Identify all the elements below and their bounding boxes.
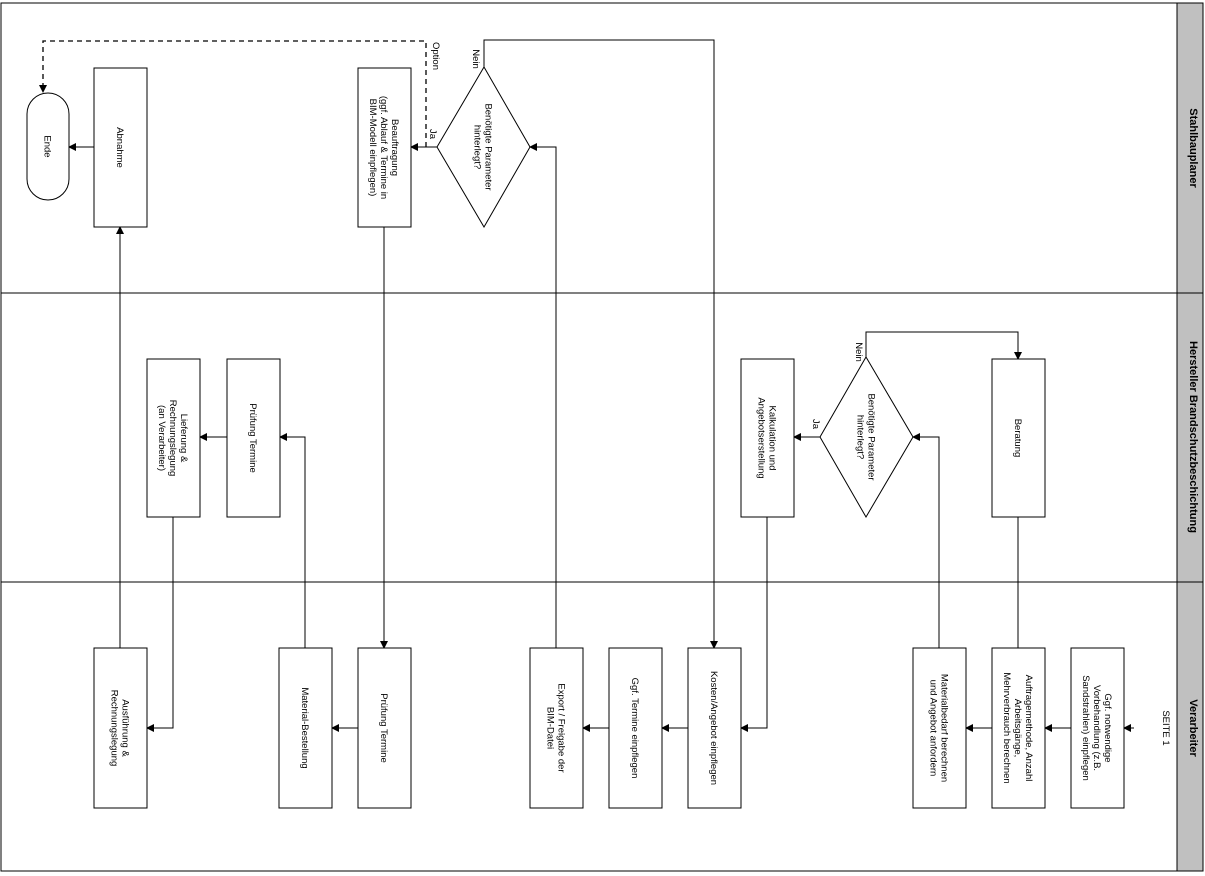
- node-label-line: Prüfung Termine: [247, 403, 258, 473]
- label-param-hersteller: Benötigte Parameterhinterlegt?: [855, 393, 877, 480]
- node-label-line: Ausführung &: [120, 699, 131, 757]
- node-label-line: (an Verarbeiter): [156, 405, 167, 471]
- label-auftragemethode: Auftragemethode, AnzahlArbeitsgänge,Mehr…: [1001, 672, 1034, 783]
- node-label-line: Ggf. notwendige: [1102, 693, 1113, 762]
- node-ggf-termine: [608, 647, 663, 809]
- label-beauftragung: Beauftragung(ggf. Ablauf & Termine inBIM…: [367, 96, 400, 199]
- node-ggf-vorbehandlung: [1070, 647, 1125, 809]
- label-param-planer: Benötigte Parameterhinterlegt?: [472, 103, 494, 190]
- node-label-line: Material-Bestellung: [299, 687, 310, 768]
- node-label-line: Kosten/Angebot einpflegen: [708, 671, 719, 785]
- label-material-bestellung: Material-Bestellung: [299, 687, 310, 768]
- label-kosten-angebot: Kosten/Angebot einpflegen: [708, 671, 719, 785]
- edge-material-to-pruefung-hersteller: [279, 433, 306, 648]
- node-kalkulation: [740, 358, 795, 518]
- node-label-line: Kalkulation und: [767, 406, 778, 471]
- node-label-line: Lieferung &: [178, 414, 189, 463]
- node-label-line: Mehrverbrauch berechnen: [1001, 672, 1012, 783]
- lane-title-verarbeiter: Verarbeiter: [1187, 699, 1199, 757]
- lane-title-stahlbauplaner: Stahlbauplaner: [1187, 108, 1199, 188]
- node-export: [529, 647, 584, 809]
- node-materialbedarf: [912, 647, 967, 809]
- edge-param-planer-nein: [483, 39, 718, 649]
- label-ggf-termine: Ggf. Termine einpflegen: [629, 678, 640, 779]
- node-label-line: BIM-Datei: [545, 707, 556, 749]
- label-ausfuehrung: Ausführung &Rechnungslegung: [109, 690, 131, 767]
- label-beratung: Beratung: [1012, 419, 1023, 458]
- node-beratung: [991, 358, 1046, 518]
- node-label-line: (ggf. Ablauf & Termine in: [378, 96, 389, 199]
- edge-label-ja-hersteller: Ja: [810, 419, 821, 430]
- node-label-line: Beauftragung: [389, 119, 400, 176]
- edge-kalkulation-to-kosten: [740, 517, 768, 732]
- label-abnahme: Abnahme: [114, 127, 125, 168]
- edge-label-nein-hersteller: Nein: [853, 342, 864, 362]
- node-label-line: Beratung: [1012, 419, 1023, 458]
- label-ende: Ende: [42, 135, 53, 157]
- label-lieferung: Lieferung &Rechnungslegung(an Verarbeite…: [156, 400, 189, 477]
- connectors: [39, 39, 1134, 732]
- node-pruefung-hersteller: [226, 358, 281, 518]
- node-label-line: Export / Freigabe der: [556, 683, 567, 772]
- label-pruefung-verarbeiter: Prüfung Termine: [378, 693, 389, 763]
- node-label-line: Vorbehandlung (z.B.: [1091, 685, 1102, 771]
- node-label-line: Auftragemethode, Anzahl: [1023, 675, 1034, 782]
- edge-param-hersteller-nein: [865, 331, 1022, 360]
- node-label-line: Benötigte Parameter: [866, 393, 877, 480]
- label-export: Export / Freigabe derBIM-Datei: [545, 683, 567, 772]
- label-materialbedarf: Materialbedarf berechnenund Angebot anfo…: [928, 674, 950, 782]
- edge-beratung-to-param-hersteller: [912, 433, 940, 648]
- node-label-line: hinterlegt?: [855, 415, 866, 459]
- node-label-line: und Angebot anfordern: [928, 680, 939, 777]
- node-param-hersteller: [819, 356, 914, 518]
- page-reference: SEITE 1: [1160, 710, 1171, 745]
- edge-label-ja-planer: Ja: [427, 129, 438, 140]
- node-abnahme: [93, 67, 148, 228]
- node-kosten-angebot: [687, 647, 742, 809]
- node-ende: [26, 92, 70, 201]
- node-label-line: hinterlegt?: [472, 125, 483, 169]
- node-lieferung: [146, 358, 201, 518]
- node-label-line: Arbeitsgänge,: [1012, 699, 1023, 758]
- label-pruefung-hersteller: Prüfung Termine: [247, 403, 258, 473]
- node-label-line: Benötigte Parameter: [483, 103, 494, 190]
- node-label-line: Rechnungslegung: [109, 690, 120, 767]
- node-material-bestellung: [278, 647, 333, 809]
- edge-label-option: Option: [430, 42, 441, 70]
- node-label-line: Prüfung Termine: [378, 693, 389, 763]
- node-label-line: Ende: [42, 135, 53, 157]
- node-param-planer: [436, 66, 531, 228]
- node-label-line: Materialbedarf berechnen: [939, 674, 950, 782]
- edge-option-to-ende: [39, 40, 427, 147]
- node-ausfuehrung: [93, 647, 148, 809]
- edge-label-nein-planer: Nein: [470, 49, 481, 69]
- node-auftragemethode: [991, 647, 1046, 809]
- edge-lieferung-to-ausfuehrung: [146, 517, 174, 732]
- lane-title-hersteller: Hersteller Brandschutzbeschichtung: [1187, 341, 1199, 533]
- node-beauftragung: [357, 67, 412, 228]
- node-label-line: Angebotserstellung: [756, 397, 767, 478]
- node-label-line: Abnahme: [114, 127, 125, 168]
- label-ggf-vorbehandlung: Ggf. notwendigeVorbehandlung (z.B.Sandst…: [1080, 675, 1113, 781]
- edge-export-to-param-planer: [529, 143, 557, 648]
- node-label-line: Rechnungslegung: [167, 400, 178, 477]
- node-label-line: Sandstrahlen) einpflegen: [1080, 675, 1091, 781]
- node-pruefung-verarbeiter: [357, 647, 412, 809]
- label-kalkulation: Kalkulation undAngebotserstellung: [756, 397, 778, 478]
- node-label-line: BIM-Modell einpflegen): [367, 99, 378, 197]
- node-label-line: Ggf. Termine einpflegen: [629, 678, 640, 779]
